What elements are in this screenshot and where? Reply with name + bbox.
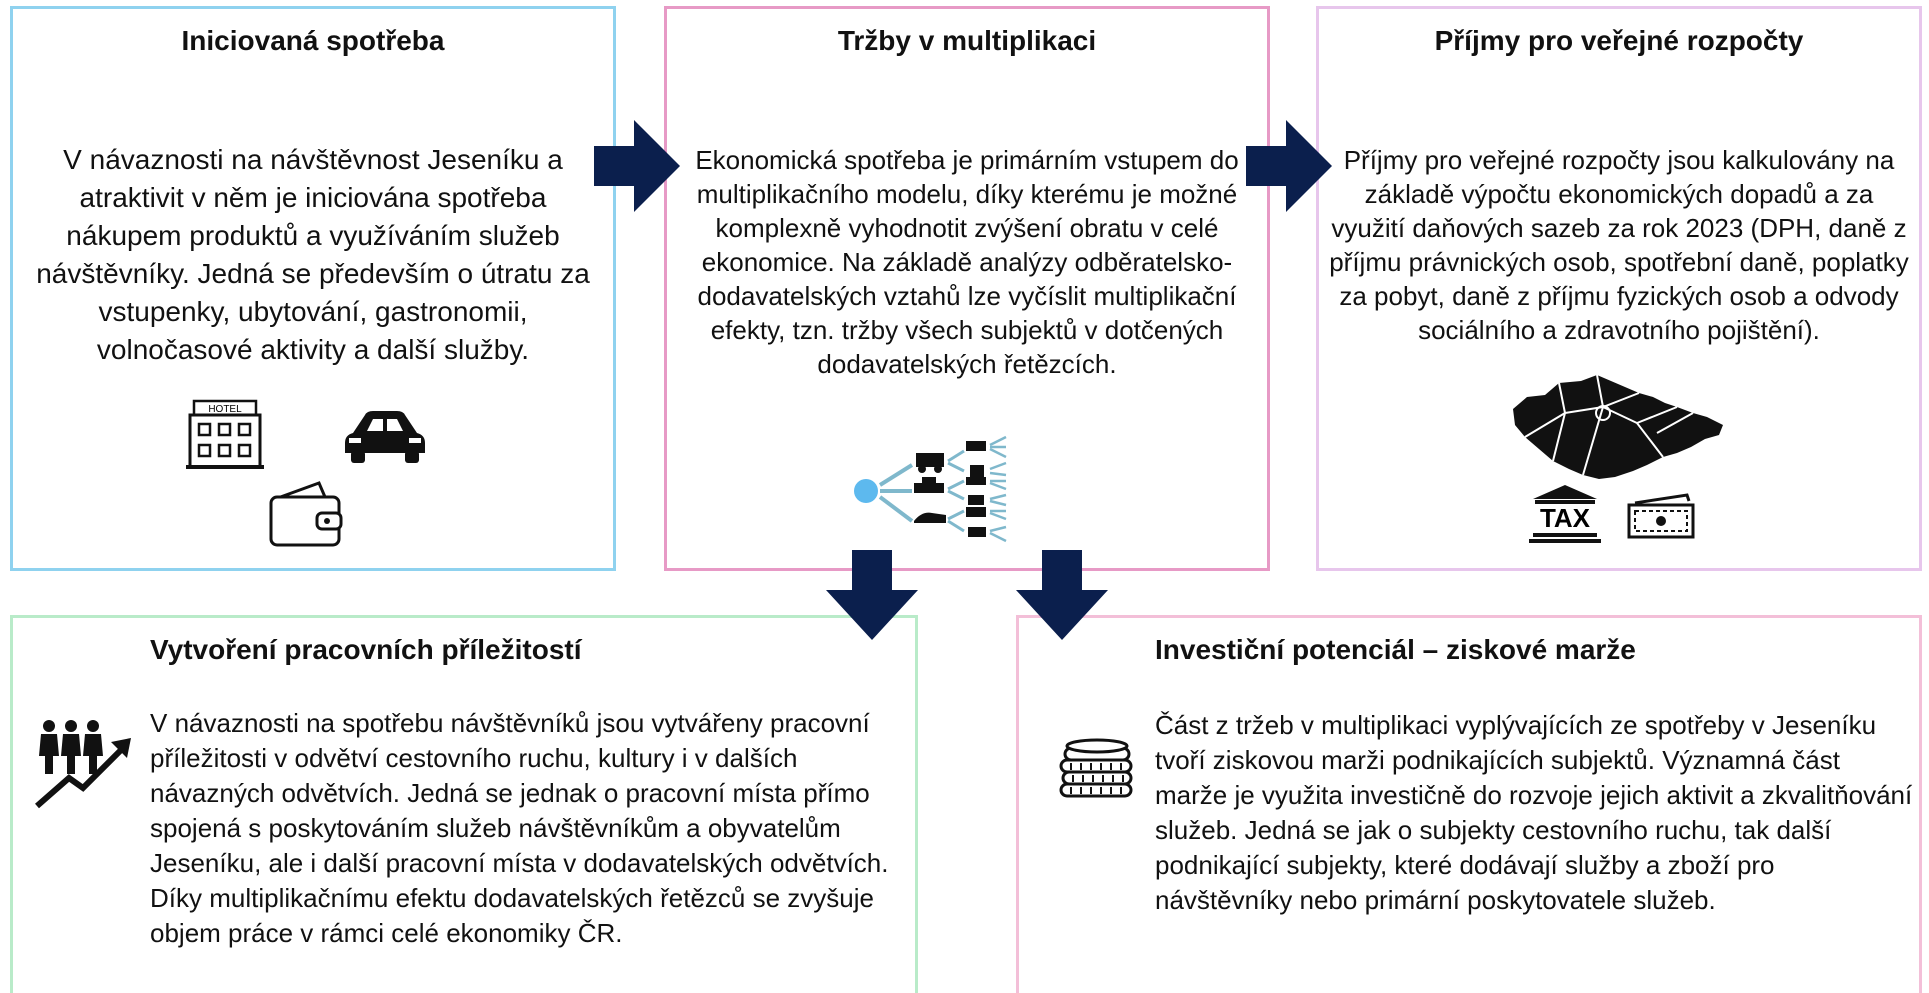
supply-network-icon (854, 435, 1007, 543)
car-icon (345, 411, 425, 463)
investment-title: Investiční potenciál – ziskové marže (1155, 634, 1636, 665)
jobs-title: Vytvoření pracovních příležitostí (150, 634, 582, 665)
budget-text: Příjmy pro veřejné rozpočty jsou kalkulo… (1329, 145, 1909, 345)
workers-growth-icon (35, 720, 131, 809)
tax-label: TAX (1540, 503, 1591, 533)
box-budget: Příjmy pro veřejné rozpočty Příjmy pro v… (1316, 6, 1922, 571)
sales-title: Tržby v multiplikaci (837, 25, 1097, 56)
arrow-sales-to-investment (1016, 550, 1108, 640)
banknote-icon (1627, 493, 1695, 539)
arrow-consumption-to-sales (594, 120, 680, 212)
consumption-title: Iniciovaná spotřeba (181, 25, 445, 56)
tax-building-icon: TAX (1529, 485, 1601, 543)
sales-text: Ekonomická spotřeba je primárním vstupem… (695, 145, 1239, 379)
box-sales: Tržby v multiplikaci Ekonomická spotřeba… (664, 6, 1270, 571)
box-jobs: Vytvoření pracovních příležitostí V náva… (10, 615, 918, 993)
arrow-sales-to-budget (1246, 120, 1332, 212)
budget-title: Příjmy pro veřejné rozpočty (1434, 25, 1804, 56)
jobs-text: V návaznosti na spotřebu návštěvníků jso… (150, 708, 889, 948)
box-investment: Investiční potenciál – ziskové marže Čás… (1016, 615, 1922, 993)
investment-text: Část z tržeb v multiplikaci vyplývajícíc… (1155, 710, 1913, 915)
consumption-text: V návaznosti na návštěvnost Jeseníku a a… (36, 144, 590, 365)
hotel-sign-label: HOTEL (208, 404, 242, 415)
arrow-sales-to-jobs (826, 550, 918, 640)
coins-stack-icon (1059, 738, 1133, 798)
czech-map-icon (1513, 374, 1723, 479)
hotel-icon: HOTEL (186, 399, 264, 469)
box-consumption: Iniciovaná spotřeba V návaznosti na návš… (10, 6, 616, 571)
wallet-icon (269, 481, 343, 547)
